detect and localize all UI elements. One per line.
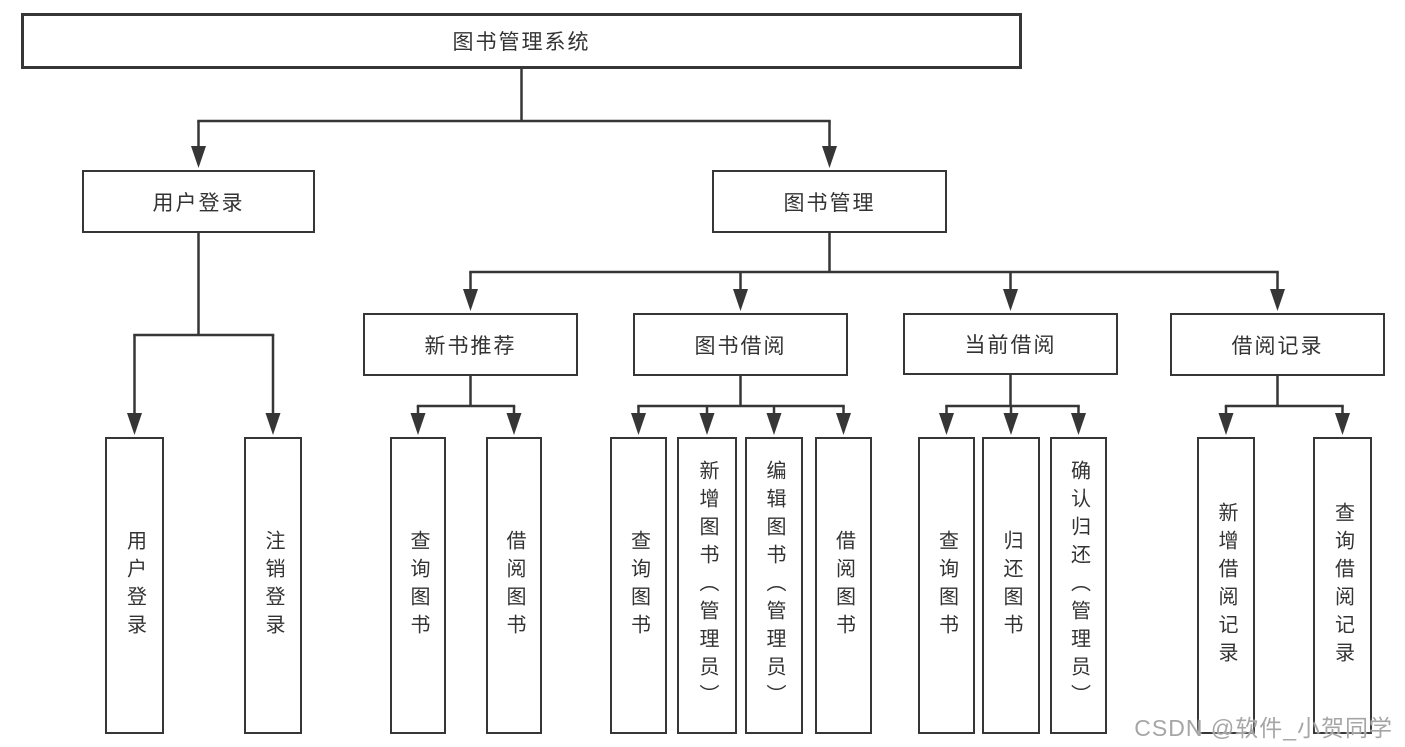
leaf-newbook-query-books: 查询图书 [390,437,446,734]
leaf-current-return-books: 归还图书 [982,437,1040,734]
node-new-book-recommend: 新书推荐 [363,313,578,376]
leaf-records-add-record: 新增借阅记录 [1197,437,1255,734]
leaf-newbook-borrow-books: 借阅图书 [486,437,542,734]
node-user-login: 用户登录 [82,170,315,233]
node-current-borrowing: 当前借阅 [903,313,1118,375]
leaf-logout: 注销登录 [244,437,302,734]
node-borrowing-records: 借阅记录 [1170,313,1385,376]
leaf-borrowing-edit-books-admin: 编辑图书（管理员） [745,437,803,734]
leaf-borrowing-borrow-books: 借阅图书 [815,437,872,734]
leaf-user-login: 用户登录 [105,437,164,734]
leaf-current-query-books: 查询图书 [918,437,975,734]
leaf-borrowing-query-books: 查询图书 [610,437,667,734]
node-library-system: 图书管理系统 [21,13,1022,69]
node-book-borrowing: 图书借阅 [633,313,848,376]
leaf-current-confirm-return-admin: 确认归还（管理员） [1050,437,1107,734]
node-book-management: 图书管理 [712,170,947,233]
leaf-borrowing-add-books-admin: 新增图书（管理员） [677,437,737,734]
leaf-records-query-record: 查询借阅记录 [1313,437,1372,734]
